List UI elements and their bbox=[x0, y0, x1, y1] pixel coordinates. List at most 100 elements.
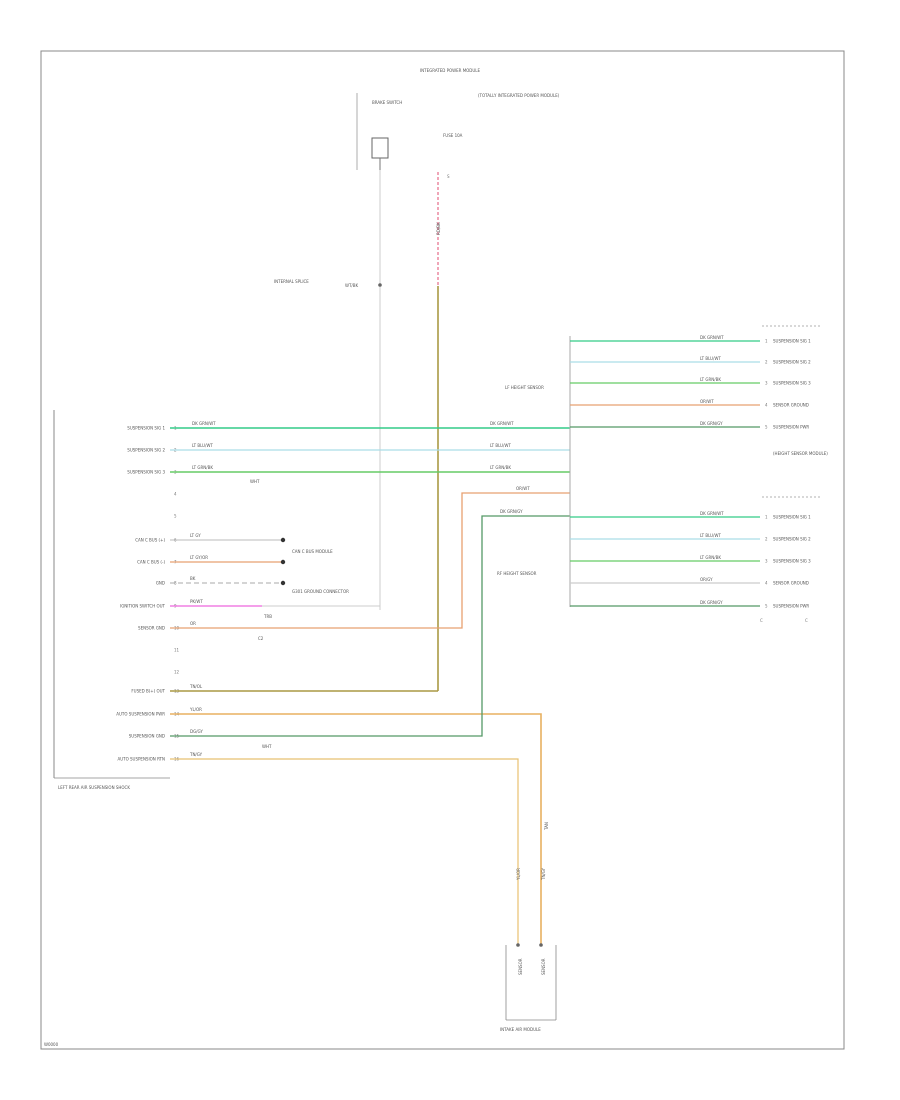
can-plus-wire-label: LT GY bbox=[190, 533, 201, 538]
left-pin-number: 8 bbox=[174, 581, 177, 586]
left-pin-name: AUTO SUSPENSION PWR bbox=[116, 712, 165, 717]
left-pin-number: 12 bbox=[174, 670, 180, 675]
can-minus-terminal bbox=[280, 559, 286, 565]
left-pin-number: 5 bbox=[174, 514, 177, 519]
orange-wire-tag: C2 bbox=[258, 636, 264, 641]
right-pin-number: 1 bbox=[765, 339, 768, 344]
left-pin-name: IGNITION SWITCH OUT bbox=[120, 604, 166, 609]
right-pin-name: SUSPENSION SIG 3 bbox=[773, 381, 811, 386]
tan-wire-label: TN/GY bbox=[189, 752, 203, 757]
pink-wire-tag: TRB bbox=[263, 614, 272, 619]
trunk-label-1b: DK GRN/WT bbox=[490, 421, 514, 426]
wire-susp-gnd bbox=[170, 515, 570, 737]
right-wire-color-label: DK GRN/GY bbox=[700, 600, 723, 605]
left-pin-name: SUSPENSION GND bbox=[129, 734, 165, 739]
right-pin-name: SUSPENSION PWR bbox=[773, 604, 809, 609]
trunk-tag: WHT bbox=[250, 479, 260, 484]
right-wire-color-label: LT BLU/WT bbox=[700, 533, 721, 538]
ipm-note: (TOTALLY INTEGRATED POWER MODULE) bbox=[478, 93, 560, 98]
left-pin-name: SENSOR GND bbox=[138, 626, 165, 631]
trunk-label-1: DK GRN/WT bbox=[192, 421, 216, 426]
left-pin-number: 4 bbox=[174, 492, 177, 497]
left-pin-name: FUSED B(+) OUT bbox=[131, 689, 165, 694]
right-pin-number: 5 bbox=[765, 425, 768, 430]
right-mark: C bbox=[805, 618, 808, 623]
right-pin-number: 4 bbox=[765, 403, 768, 408]
right-pin-number: 3 bbox=[765, 381, 768, 386]
gnd-target-label: G301 GROUND CONNECTOR bbox=[292, 589, 349, 594]
bottom-left-wire: YL/OR bbox=[516, 868, 521, 881]
can-minus-wire-label: LT GY/OR bbox=[190, 555, 208, 560]
left-pin-name: SUSPENSION SIG 2 bbox=[127, 448, 165, 453]
lf-sensor-note: (HEIGHT SENSOR MODULE) bbox=[773, 451, 828, 456]
right-pin-number: 2 bbox=[765, 360, 768, 365]
right-wire-color-label: DK GRN/WT bbox=[700, 335, 724, 340]
right-wire-color-label: LT BLU/WT bbox=[700, 356, 721, 361]
can-target-label: CAN C BUS MODULE bbox=[292, 549, 333, 554]
footer-code: W0000 bbox=[44, 1042, 59, 1047]
brake-switch-box bbox=[371, 137, 389, 159]
can-plus-terminal bbox=[280, 537, 286, 543]
diagram-frame bbox=[40, 50, 845, 1050]
left-pin-name: CAN C BUS (+) bbox=[135, 538, 165, 543]
right-pin-name: SUSPENSION SIG 1 bbox=[773, 515, 811, 520]
trunk-label-3b: LT GRN/BK bbox=[490, 465, 511, 470]
bottom-terminal-1 bbox=[516, 943, 520, 947]
trunk-label-3: LT GRN/BK bbox=[192, 465, 213, 470]
olive-wire-label: TN/OL bbox=[189, 684, 203, 689]
splice-dot bbox=[378, 283, 382, 287]
right-wire-color-label: OR/GY bbox=[700, 577, 713, 582]
yellow-wire-label: YL/OR bbox=[189, 707, 202, 712]
dg-wire-tag: WHT bbox=[262, 744, 272, 749]
right-pin-number: 5 bbox=[765, 604, 768, 609]
bottom-sensor-a: SENSOR bbox=[518, 958, 523, 975]
bottom-right-tag: TAN bbox=[544, 822, 549, 831]
fuse-label: FUSE 10A bbox=[443, 133, 463, 138]
right-pin-name: SUSPENSION PWR bbox=[773, 425, 809, 430]
right-pin-number: 3 bbox=[765, 559, 768, 564]
rf-junction-label: RF HEIGHT SENSOR bbox=[497, 571, 537, 576]
brake-switch-label: BRAKE SWITCH bbox=[372, 100, 402, 105]
left-pin-name: AUTO SUSPENSION RTN bbox=[117, 757, 165, 762]
wire-auto-susp-rtn bbox=[170, 758, 519, 945]
red-wire-label: RD/BK bbox=[436, 222, 441, 235]
wire-auto-susp-pwr bbox=[170, 713, 542, 945]
right-pin-name: SUSPENSION SIG 2 bbox=[773, 360, 811, 365]
left-pin-name: GND bbox=[156, 581, 165, 586]
pink-wire-label: PK/WT bbox=[190, 599, 203, 604]
trunk-label-2: LT BLU/WT bbox=[192, 443, 213, 448]
left-pin-name: SUSPENSION SIG 1 bbox=[127, 426, 165, 431]
right-wire-color-label: LT GRN/BK bbox=[700, 555, 721, 560]
gnd-terminal bbox=[280, 580, 286, 586]
bottom-terminal-2 bbox=[539, 943, 543, 947]
trunk-label-2b: LT BLU/WT bbox=[490, 443, 511, 448]
left-pin-number: 11 bbox=[174, 648, 180, 653]
lf-junction-label: LF HEIGHT SENSOR bbox=[505, 385, 544, 390]
top-mark: S bbox=[447, 174, 450, 179]
right-wire-color-label: LT GRN/BK bbox=[700, 377, 721, 382]
right-pin-name: SUSPENSION SIG 1 bbox=[773, 339, 811, 344]
orange-wire-label: OR bbox=[190, 621, 196, 626]
dg-wire-label: DG/GY bbox=[190, 729, 203, 734]
bottom-module-label: INTAKE AIR MODULE bbox=[500, 1027, 541, 1032]
gnd-wire-label: BK bbox=[190, 576, 196, 581]
right-wire-color-label: DK GRN/WT bbox=[700, 511, 724, 516]
splice-label: INTERNAL SPLICE bbox=[274, 279, 309, 284]
ipm-label: INTEGRATED POWER MODULE bbox=[420, 68, 481, 73]
right-pin-name: SUSPENSION SIG 3 bbox=[773, 559, 811, 564]
right-pin-name: SENSOR GROUND bbox=[773, 403, 809, 408]
left-pin-name: SUSPENSION SIG 3 bbox=[127, 470, 165, 475]
left-module-label: LEFT REAR AIR SUSPENSION SHOCK bbox=[58, 785, 130, 790]
dg-trunk-label: DK GRN/GY bbox=[500, 509, 523, 514]
right-pin-number: 4 bbox=[765, 581, 768, 586]
bottom-sensor-b: SENSOR bbox=[541, 958, 546, 975]
orange-trunk-label: OR/WT bbox=[516, 486, 530, 491]
wire-orange-sensor-gnd bbox=[170, 492, 570, 629]
right-pin-number: 2 bbox=[765, 537, 768, 542]
splice-wire-label: WT/BK bbox=[345, 283, 358, 288]
